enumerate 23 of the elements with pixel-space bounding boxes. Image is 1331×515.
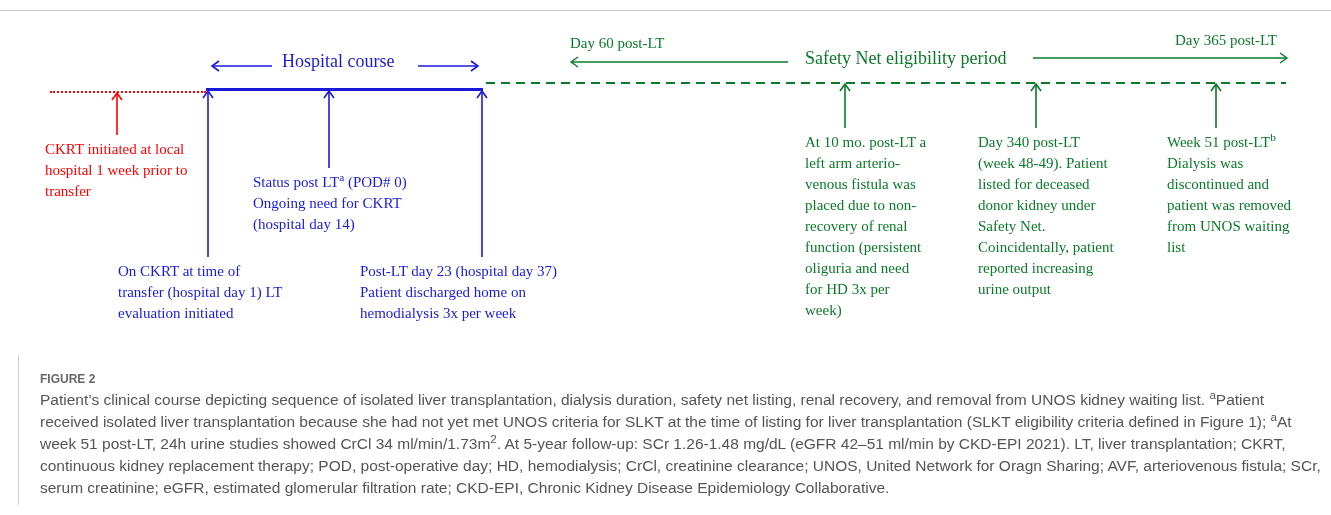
annotation-text: Day 340 post-LT (week 48-49). Patient listed for deceased donor kidney under Safety Net. Coincidentally, patient reported increasing urine output	[978, 133, 1115, 299]
annotation-text: Post-LT day 23 (hospital day 37) Patient discharged home on hemodialysis 3x per week	[360, 262, 559, 323]
period-label: Hospital course	[282, 52, 395, 70]
arrow	[202, 90, 214, 258]
arrow	[839, 83, 851, 129]
arrow	[323, 90, 335, 169]
arrow	[1030, 83, 1042, 129]
period-label: Safety Net eligibility period	[805, 49, 1007, 67]
solid-timeline	[206, 88, 483, 91]
dotted-timeline	[50, 91, 206, 93]
figure-title: FIGURE 2	[40, 371, 96, 388]
period-label: Day 60 post-LT	[570, 36, 665, 51]
annotation-text: At 10 mo. post-LT a left arm arterio- venous fistula was placed due to non- recovery of renal function (persistent oliguria and need for HD 3x per week)	[805, 133, 928, 320]
figure-caption: Patient’s clinical course depicting sequence of isolated liver transplantation, dialysis duration, safety net listing, renal recovery, and removal from UNOS kidney waiting list. $^{a}$Patient received isolated liver transplantation because she had not yet met UNOS criteria for SLKT at the time of listing for liver transplantation (SLKT eligibility criteria defined in Figure 1); $^{a}$At week 51 post-LT, 24h urine studies showed CrCl 34 ml/min/1.73m$^{2}$. At 5-year follow-up: SCr 1.26-1.48 mg/dL (eGFR 42–51 ml/min by CKD-EPI 2021). LT, liver transplantation; CKRT, continuous kidney replacement therapy; POD, post-operative day; HD, hemodialysis; CrCl, creatinine clearance; UNOS, United Network for Oragn Sharing; AVF, arteriovenous fistula; SCr, serum creatinine; eGFR, estimated glomerular filtration rate; CKD-EPI, Chronic Kidney Disease Epidemiology Collaborative.	[40, 389, 1322, 498]
annotation-text: On CKRT at time of transfer (hospital day 1) LT evaluation initiated	[118, 262, 284, 323]
arrow	[1210, 83, 1222, 129]
annotation-text: CKRT initiated at local hospital 1 week prior to transfer	[45, 140, 189, 201]
arrow	[111, 92, 123, 136]
arrow	[476, 90, 488, 258]
annotation-text: Week 51 post-LT$^{b}$ Dialysis was discontinued and patient was removed from UNOS waiting list	[1167, 132, 1293, 257]
period-label: Day 365 post-LT	[1175, 33, 1277, 48]
dashed-timeline	[486, 82, 1286, 84]
annotation-text: Status post LT$^{a}$ (POD# 0) Ongoing need for CKRT (hospital day 14)	[253, 172, 408, 234]
